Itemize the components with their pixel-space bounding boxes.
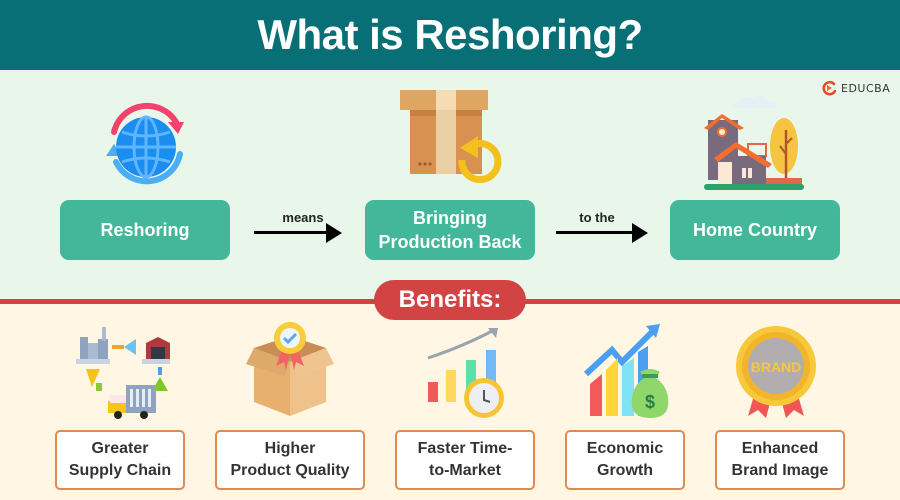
quality-box-icon xyxy=(246,322,334,416)
page-title: What is Reshoring? xyxy=(257,11,643,58)
arrow-line xyxy=(254,231,330,234)
benefit-label: Economic xyxy=(586,440,664,457)
benefit-label: Product Quality xyxy=(230,462,350,479)
supply-chain-icon xyxy=(76,327,170,419)
benefit-greater-supply-chain: Greater Supply Chain xyxy=(55,430,185,490)
growth-clock-icon xyxy=(427,328,504,418)
benefit-higher-product-quality: Higher Product Quality xyxy=(215,430,365,490)
benefit-enhanced-brand-image: Enhanced Brand Image xyxy=(715,430,845,490)
globe-cycle-icon xyxy=(106,102,184,185)
benefit-label: to-Market xyxy=(428,462,501,479)
bringing-production-back-box: Bringing Production Back xyxy=(365,200,535,260)
benefit-label: Greater xyxy=(91,440,149,457)
to-the-label: to the xyxy=(579,210,615,225)
reshoring-label: Reshoring xyxy=(100,220,190,240)
means-arrow: means xyxy=(254,210,342,243)
benefit-label: Growth xyxy=(597,462,653,479)
logo-text: EDUCBA xyxy=(841,81,891,95)
production-back-label: Production Back xyxy=(378,232,522,252)
box-return-icon xyxy=(400,90,502,184)
brand-badge-icon: BRAND xyxy=(736,326,816,418)
brand-badge-text: BRAND xyxy=(751,359,802,375)
title-banner: What is Reshoring? xyxy=(0,0,900,70)
house-icon xyxy=(704,95,804,190)
money-growth-icon: $ xyxy=(583,324,669,418)
benefits-heading: Benefits: xyxy=(374,280,526,320)
benefit-label: Faster Time- xyxy=(417,440,513,457)
benefit-label: Brand Image xyxy=(731,462,829,479)
benefit-label: Higher xyxy=(264,440,316,457)
arrow-right-icon xyxy=(326,223,342,243)
benefit-economic-growth: Economic Growth xyxy=(565,430,685,490)
benefit-label: Supply Chain xyxy=(68,462,172,479)
educba-logo: EDUCBA xyxy=(821,80,890,96)
dollar-sign-text: $ xyxy=(645,392,655,412)
to-the-arrow: to the xyxy=(556,210,648,243)
reshoring-box: Reshoring xyxy=(60,200,230,260)
benefit-label: Enhanced xyxy=(741,440,819,457)
means-label: means xyxy=(282,210,324,225)
benefit-faster-time-to-market: Faster Time- to-Market xyxy=(395,430,535,490)
arrow-right-icon xyxy=(632,223,648,243)
bringing-label: Bringing xyxy=(413,208,487,228)
arrow-line xyxy=(556,231,636,234)
home-country-box: Home Country xyxy=(670,200,840,260)
home-country-label: Home Country xyxy=(692,220,817,240)
educba-logo-icon xyxy=(822,80,837,96)
